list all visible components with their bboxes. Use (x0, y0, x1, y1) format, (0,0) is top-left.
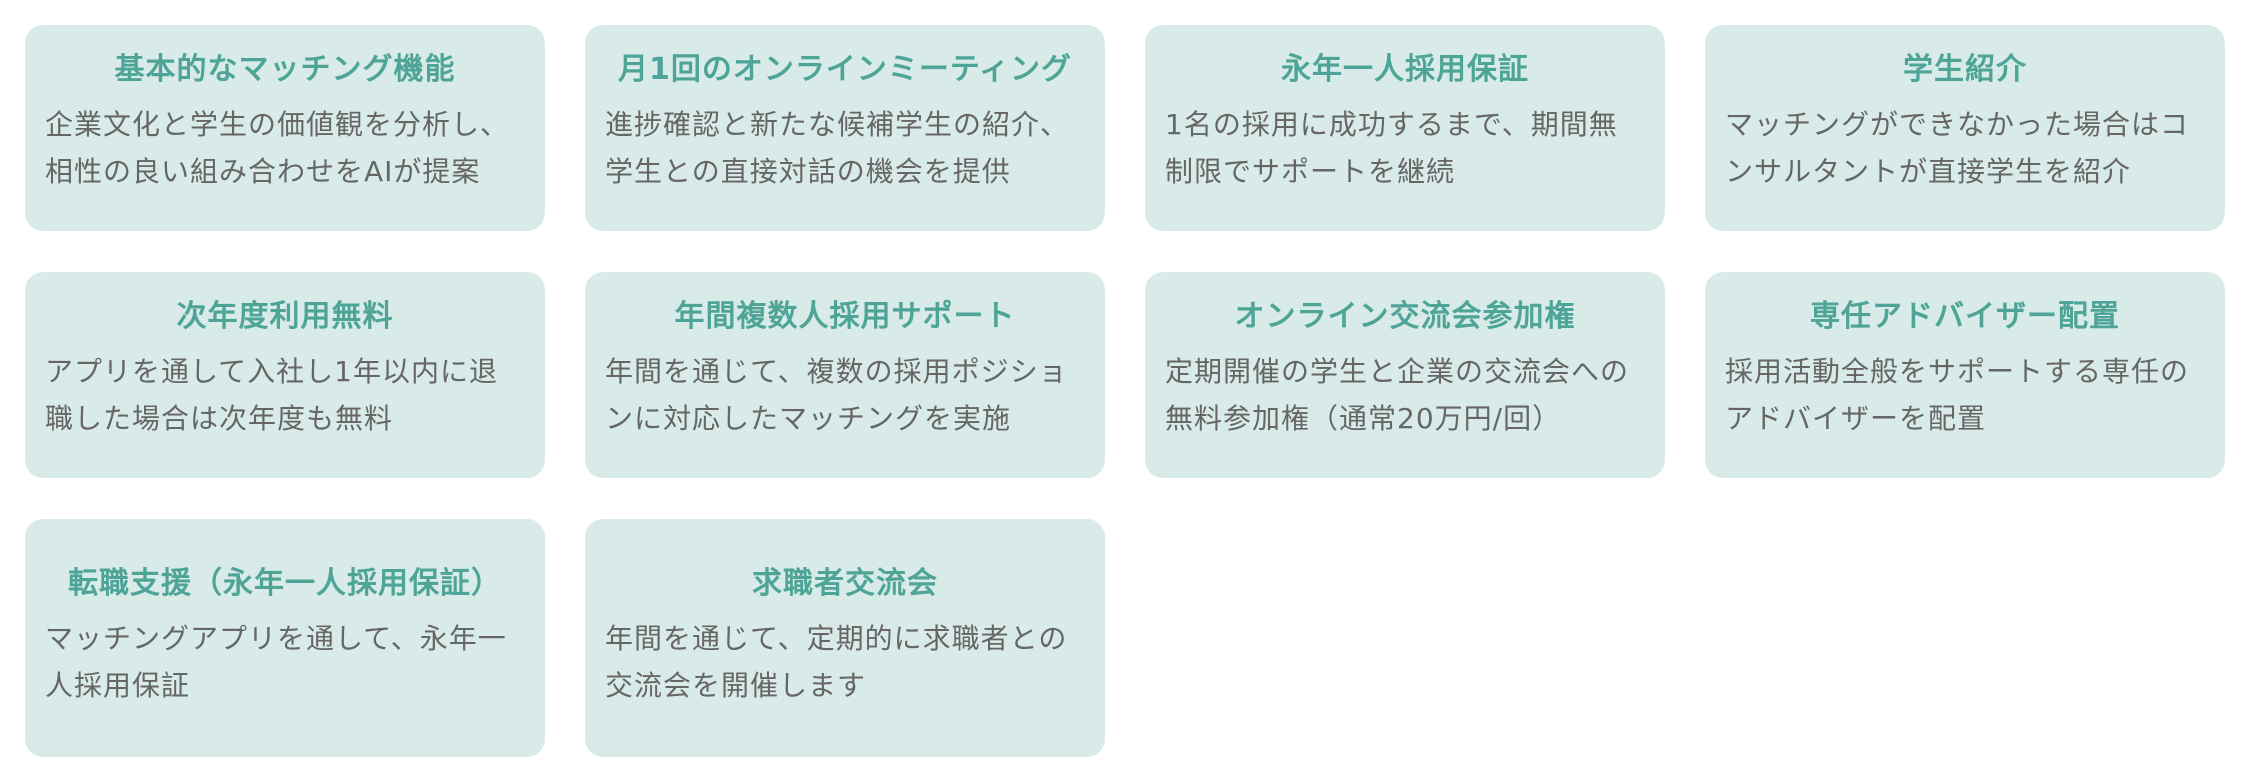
feature-card-description: 年間を通じて、複数の採用ポジションに対応したマッチングを実施 (605, 355, 1068, 435)
feature-card-career-change-support: 転職支援（永年一人採用保証） マッチングアプリを通して、永年一人採用保証 (25, 519, 545, 757)
feature-card-title: 転職支援（永年一人採用保証） (68, 566, 502, 601)
feature-card-description: 企業文化と学生の価値観を分析し、相性の良い組み合わせをAIが提案 (45, 108, 510, 188)
feature-card-student-referral: 学生紹介 マッチングができなかった場合はコンサルタントが直接学生を紹介 (1705, 25, 2225, 231)
feature-card-next-year-free: 次年度利用無料 アプリを通して入社し1年以内に退職した場合は次年度も無料 (25, 272, 545, 478)
feature-card-title: 専任アドバイザー配置 (1810, 299, 2120, 334)
feature-card-monthly-meeting: 月1回のオンラインミーティング 進捗確認と新たな候補学生の紹介、学生との直接対話… (585, 25, 1105, 231)
feature-card-description: アプリを通して入社し1年以内に退職した場合は次年度も無料 (45, 355, 498, 435)
feature-card-title: 学生紹介 (1903, 52, 2027, 87)
feature-card-basic-matching: 基本的なマッチング機能 企業文化と学生の価値観を分析し、相性の良い組み合わせをA… (25, 25, 545, 231)
feature-card-title: オンライン交流会参加権 (1234, 299, 1576, 334)
feature-card-description: 定期開催の学生と企業の交流会への無料参加権（通常20万円/回） (1165, 355, 1630, 435)
feature-card-title: 次年度利用無料 (176, 299, 394, 334)
feature-card-job-seeker-exchange: 求職者交流会 年間を通じて、定期的に求職者との交流会を開催します (585, 519, 1105, 757)
feature-card-online-exchange: オンライン交流会参加権 定期開催の学生と企業の交流会への無料参加権（通常20万円… (1145, 272, 1665, 478)
feature-card-grid: 基本的なマッチング機能 企業文化と学生の価値観を分析し、相性の良い組み合わせをA… (25, 25, 2225, 757)
feature-card-description: 採用活動全般をサポートする専任のアドバイザーを配置 (1725, 355, 2190, 435)
feature-card-hiring-guarantee: 永年一人採用保証 1名の採用に成功するまで、期間無制限でサポートを継続 (1145, 25, 1665, 231)
feature-card-dedicated-advisor: 専任アドバイザー配置 採用活動全般をサポートする専任のアドバイザーを配置 (1705, 272, 2225, 478)
feature-card-description: マッチングができなかった場合はコンサルタントが直接学生を紹介 (1725, 108, 2190, 188)
feature-card-description: 進捗確認と新たな候補学生の紹介、学生との直接対話の機会を提供 (605, 108, 1070, 188)
feature-card-title: 求職者交流会 (752, 566, 938, 601)
feature-card-multi-hire-support: 年間複数人採用サポート 年間を通じて、複数の採用ポジションに対応したマッチングを… (585, 272, 1105, 478)
feature-card-title: 永年一人採用保証 (1281, 52, 1529, 87)
feature-card-title: 年間複数人採用サポート (674, 299, 1016, 334)
feature-card-description: 年間を通じて、定期的に求職者との交流会を開催します (605, 622, 1068, 702)
feature-card-description: 1名の採用に成功するまで、期間無制限でサポートを継続 (1165, 108, 1618, 188)
feature-card-title: 月1回のオンラインミーティング (617, 52, 1073, 87)
feature-card-title: 基本的なマッチング機能 (114, 52, 456, 87)
feature-card-description: マッチングアプリを通して、永年一人採用保証 (45, 622, 507, 702)
